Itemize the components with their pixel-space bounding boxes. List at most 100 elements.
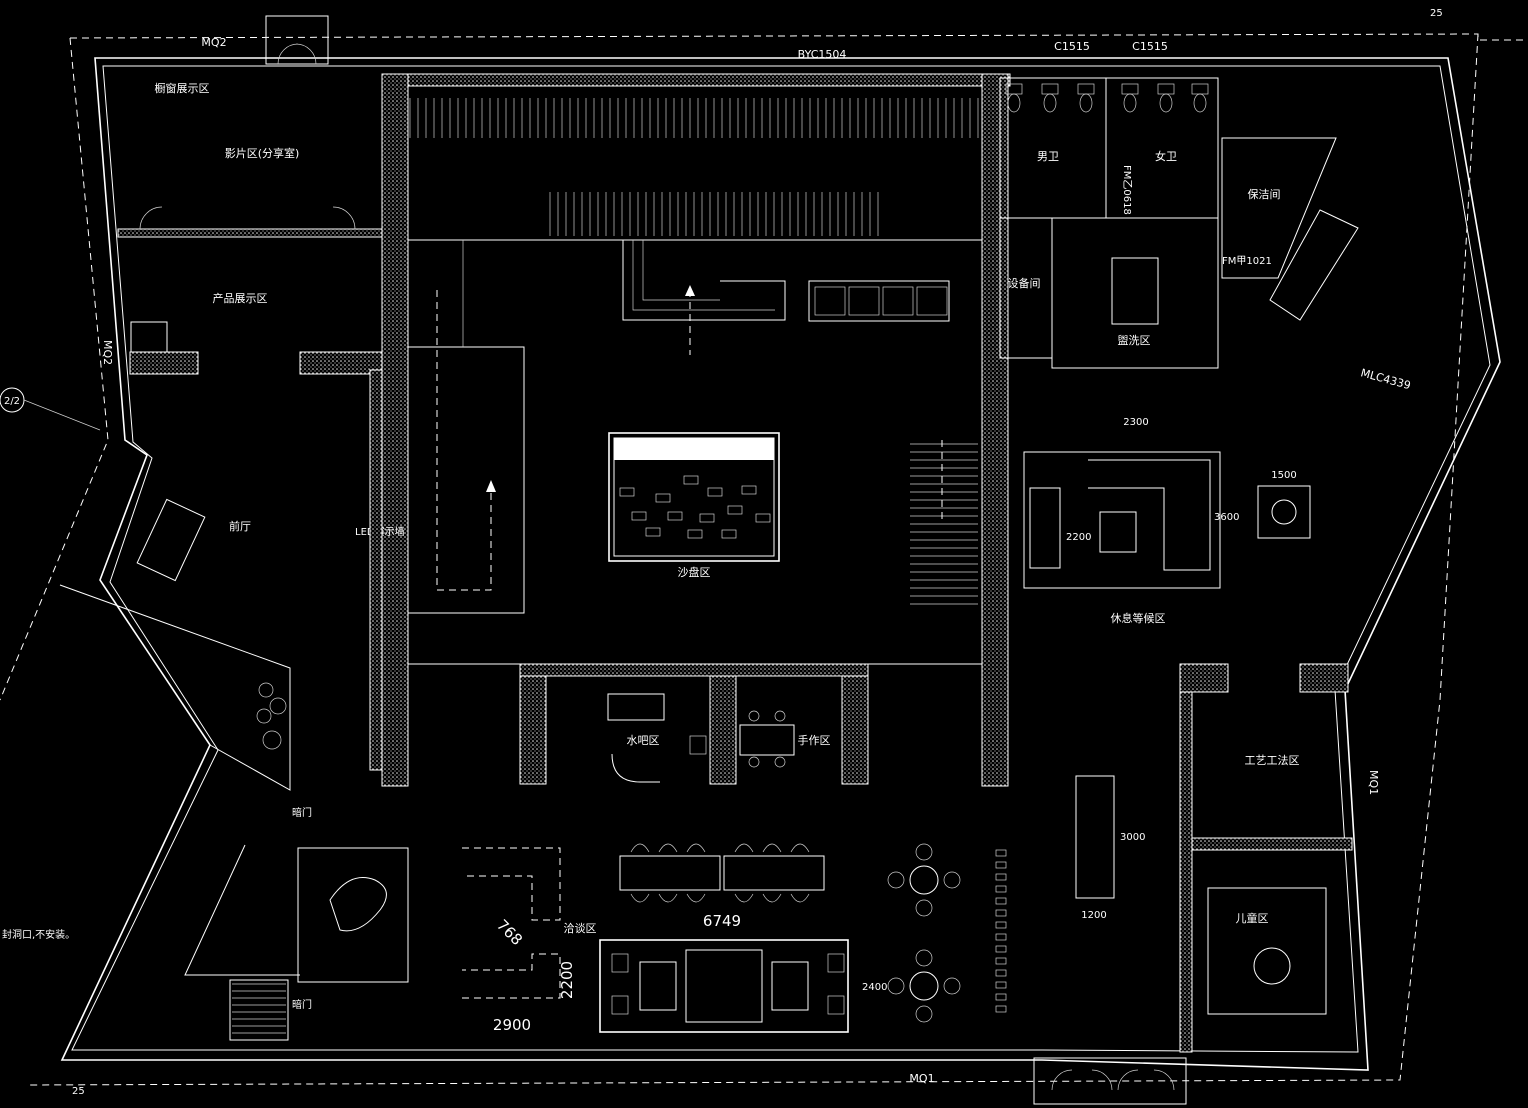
label-mq2-left: MQ2	[101, 340, 114, 365]
property-boundary-line	[29, 33, 1479, 1086]
dim-2200: 2200	[1066, 532, 1091, 543]
room-label-female-wc: 女卫	[1155, 149, 1177, 163]
central-room-wall-top	[381, 73, 1011, 87]
chair	[658, 893, 678, 903]
bar-sink	[689, 735, 707, 755]
toilet-tank	[1041, 83, 1059, 95]
meeting-table-inner	[639, 961, 677, 1011]
stair-treads	[229, 979, 289, 1041]
room-label-male-wc: 男卫	[1037, 150, 1059, 163]
chair	[790, 843, 810, 853]
l-sofa	[462, 953, 561, 999]
model-block	[741, 485, 757, 495]
bottom-block-right-wall	[841, 675, 869, 785]
dim-3600: 3600	[1214, 512, 1239, 523]
dim-768: 768	[493, 916, 526, 949]
toilet-bowl	[1079, 93, 1093, 113]
model-block	[721, 529, 737, 539]
door-label-a: 暗门	[292, 806, 312, 819]
armchair	[1029, 487, 1061, 569]
handmade-chairs	[748, 710, 786, 768]
axis-leader	[23, 399, 101, 431]
toilet-bowl	[1007, 93, 1021, 113]
step-outline	[642, 240, 720, 301]
dim-2400: 2400	[862, 982, 887, 993]
chair	[630, 843, 650, 853]
label-axis: 2/2	[4, 396, 20, 407]
bottom-entrance-doors	[1051, 1069, 1175, 1091]
room-label-kids: 儿童区	[1236, 911, 1269, 925]
chair	[630, 893, 650, 903]
note-seal-opening: 封洞口,不安装。	[2, 928, 75, 941]
rack-slot	[995, 909, 1007, 917]
toilet-icons	[1005, 83, 1209, 113]
room-label-hall: 前厅	[229, 519, 251, 533]
label-byc: BYC1504	[798, 48, 847, 61]
meeting-table-inner	[771, 961, 809, 1011]
room-label-product-display: 产品展示区	[213, 291, 268, 305]
room-label-film: 影片区(分享室)	[225, 146, 300, 160]
rest-area-outline	[1023, 451, 1221, 589]
door-label-b: 暗门	[292, 998, 312, 1011]
bottom-block-mid-wall	[709, 675, 737, 785]
sofa	[1088, 459, 1211, 571]
coffee-table	[1099, 511, 1137, 553]
label-mq1-right: MQ1	[1367, 770, 1380, 795]
counter-cells	[814, 286, 948, 316]
hall-left-wall	[369, 369, 383, 771]
label-mq2-top: MQ2	[201, 36, 226, 49]
door-label-fm: FM甲1021	[1222, 256, 1272, 267]
film-room-wall	[117, 228, 383, 238]
rack-slot	[995, 921, 1007, 929]
round-table-base	[1257, 485, 1311, 539]
chair	[827, 995, 845, 1015]
left-ramp-path	[436, 290, 492, 591]
rack-slot	[995, 861, 1007, 869]
toilet-tank	[1191, 83, 1209, 95]
meeting-table	[599, 939, 849, 1033]
rack-slot	[995, 933, 1007, 941]
rack-slot	[995, 945, 1007, 953]
bottom-entrance-frame	[1033, 1057, 1187, 1105]
room-label-cleaning: 保洁间	[1248, 187, 1281, 201]
bottom-block-wall	[519, 663, 869, 677]
dim-2900: 2900	[493, 1016, 531, 1034]
model-block	[631, 511, 647, 521]
door-swing	[139, 206, 356, 230]
bar-counter	[607, 693, 665, 721]
central-room-wall-right	[981, 73, 1009, 787]
round-tables-right	[887, 843, 961, 1023]
model-block	[707, 487, 723, 497]
model-block	[655, 493, 671, 503]
dim-3000: 3000	[1120, 832, 1145, 843]
arrow-up-icon	[486, 480, 496, 492]
model-room	[297, 847, 409, 983]
chair	[686, 893, 706, 903]
room-label-handmade: 手作区	[798, 733, 831, 747]
rack-slot	[995, 897, 1007, 905]
dim-1200: 1200	[1081, 910, 1106, 921]
property-boundary-line	[69, 33, 1528, 41]
room-label-negotiation: 洽谈区	[564, 922, 597, 935]
room-label-craft: 工艺工法区	[1245, 753, 1300, 767]
lower-left-wall	[59, 584, 291, 791]
bar-curve	[611, 753, 660, 783]
sculpture	[329, 877, 387, 932]
chair	[611, 995, 629, 1015]
toilet-tank	[1077, 83, 1095, 95]
step-outline	[632, 240, 775, 311]
step-outline	[622, 240, 786, 321]
model-block	[619, 487, 635, 497]
stair-lines	[232, 983, 286, 1034]
rack-slot	[995, 1005, 1007, 1013]
column-box	[130, 321, 168, 353]
room-label-washroom: 盥洗区	[1118, 334, 1151, 347]
arrow-up-icon	[685, 285, 695, 296]
building-outer-wall	[60, 57, 1501, 1071]
l-sofa	[462, 847, 561, 921]
chair	[734, 843, 754, 853]
sand-table-header	[614, 438, 774, 460]
dim-2300: 2300	[1123, 417, 1148, 428]
long-table-b	[723, 855, 825, 891]
